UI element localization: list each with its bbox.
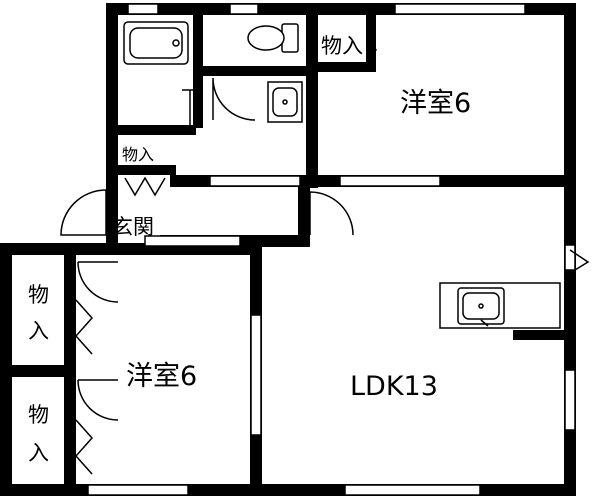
room-label-ldk: LDK13 [350, 371, 438, 402]
window-toilet [229, 3, 259, 15]
room-label-closet-bottom-1: 物 [28, 403, 49, 427]
doors [60, 34, 590, 475]
door-sliding-corridor-1 [209, 175, 301, 187]
door-sliding-corridor-3 [144, 235, 241, 247]
kitchen-sink-icon [457, 287, 505, 327]
closet-bottom-folding [74, 419, 94, 475]
window-ldk-right [564, 369, 576, 431]
bath-door [182, 89, 198, 125]
window-left-room [87, 484, 189, 496]
storage-top-door [367, 34, 377, 63]
room-label-closet-top-1: 物 [28, 283, 49, 307]
storage-small-door [124, 176, 166, 197]
washroom-door [212, 77, 256, 121]
closet-top-door [77, 261, 119, 303]
window-bath [127, 3, 159, 15]
entrance-door [60, 189, 107, 236]
room-label-entrance: 玄関 [112, 215, 154, 239]
room-label-storage-small: 物入 [122, 145, 154, 164]
bathtub-icon [123, 21, 189, 65]
door-sliding-corridor-2 [339, 175, 441, 187]
toilet-icon [247, 23, 299, 53]
ldk-right-door [569, 249, 590, 271]
closet-bottom-door [77, 379, 119, 421]
window-ldk [344, 484, 481, 496]
room-label-storage-top: 物入 [321, 34, 363, 58]
washbasin-icon [267, 81, 303, 123]
room-label-western-left: 洋室6 [126, 361, 197, 392]
window-top-room [394, 3, 526, 15]
windows [87, 3, 576, 496]
window-ldk-small [564, 244, 576, 271]
room-label-closet-bottom-2: 入 [28, 441, 49, 465]
room-label-western-top: 洋室6 [400, 88, 471, 119]
closet-top-folding [74, 299, 94, 355]
door-sliding-left-room [250, 314, 262, 436]
ldk-door [309, 191, 354, 236]
room-label-closet-top-2: 入 [28, 319, 49, 343]
